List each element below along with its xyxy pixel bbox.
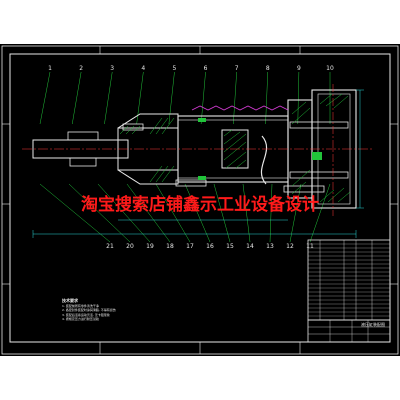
balloon-number: 18: [166, 243, 174, 250]
balloon-number: 6: [204, 65, 208, 72]
leader-line: [213, 183, 231, 243]
zone-ticks: [2, 46, 398, 354]
leader-line: [265, 71, 269, 125]
leader-line: [297, 71, 300, 125]
tie-bolt-upper: [289, 121, 349, 129]
seal-upper: [198, 118, 206, 122]
title-block: [307, 319, 391, 343]
balloon-number: 10: [326, 65, 334, 72]
leader-line: [136, 71, 144, 125]
note-line-2: 2. 各密封件装配时涂润滑脂, 不得有损伤: [62, 308, 116, 312]
note-line-4: 4. 按规定压力进行耐压试验: [62, 317, 99, 321]
balloon-number: 3: [110, 65, 114, 72]
leader-line: [68, 183, 131, 243]
balloon-number: 16: [206, 243, 214, 250]
leader-line: [71, 71, 82, 125]
note-line-3: 3. 装配后活塞运动灵活, 无卡阻现象: [62, 312, 110, 317]
oil-hose: [260, 135, 268, 185]
balloon-number: 9: [297, 65, 301, 72]
balloon-number: 21: [106, 243, 114, 250]
balloon-row-bottom: 21 20 19 18 17 16 15 14 13 12 11: [39, 183, 331, 250]
balloon-number: 7: [235, 65, 239, 72]
balloon-number: 13: [266, 243, 274, 250]
rod-key-lower: [69, 157, 97, 167]
balloon-number: 20: [126, 243, 134, 250]
leader-line: [155, 183, 191, 243]
balloon-number: 1: [48, 65, 52, 72]
leader-line: [242, 183, 251, 243]
leader-line: [126, 183, 171, 243]
seal-lower: [198, 176, 206, 180]
balloon-number: 15: [226, 243, 234, 250]
seal-rear: [312, 152, 322, 160]
balloon-number: 4: [141, 65, 145, 72]
note-line-1: 1. 装配前所有零件清洗干净: [62, 303, 99, 308]
balloon-number: 8: [266, 65, 270, 72]
leader-line: [184, 183, 211, 243]
balloon-number: 17: [186, 243, 194, 250]
leader-line: [97, 183, 151, 243]
section-hatching: [119, 93, 351, 203]
dimension-lines: [32, 89, 364, 238]
balloon-number: 5: [173, 65, 177, 72]
return-spring: [191, 105, 289, 111]
title-block-name: 液压缸装配图: [361, 321, 385, 327]
rod-key: [67, 131, 99, 141]
leader-line: [269, 183, 273, 243]
balloon-number: 12: [286, 243, 294, 250]
balloon-number: 14: [246, 243, 254, 250]
balloon-number: 2: [79, 65, 83, 72]
leader-line: [233, 71, 237, 125]
leader-line: [39, 71, 51, 125]
parts-list-table: [307, 239, 391, 321]
leader-line: [39, 183, 111, 243]
balloon-number: 11: [306, 243, 314, 250]
balloon-number: 19: [146, 243, 154, 250]
cylinder-assembly: [22, 84, 372, 238]
leader-line: [168, 71, 175, 125]
technical-notes: 技术要求 1. 装配前所有零件清洗干净 2. 各密封件装配时涂润滑脂, 不得有损…: [62, 298, 116, 322]
leader-line: [289, 183, 302, 243]
notes-heading: 技术要求: [62, 298, 78, 303]
balloon-row-top: 1 2 3 4 5 6 7 8 9 10: [39, 65, 334, 125]
leader-line: [200, 71, 206, 125]
leader-line: [104, 71, 113, 125]
watermark-banner: 淘宝搜索店铺鑫示工业设备设计: [81, 195, 319, 215]
leader-line: [309, 183, 331, 243]
tie-bolt-lower: [289, 171, 349, 179]
